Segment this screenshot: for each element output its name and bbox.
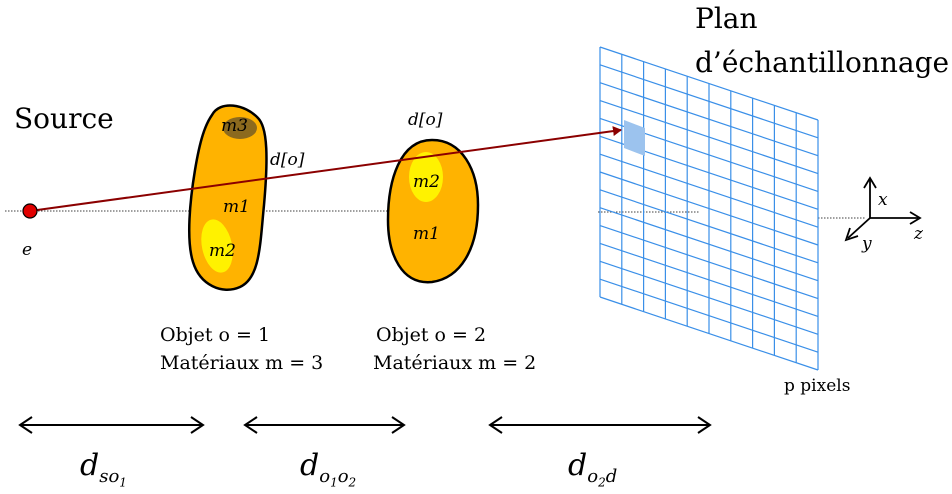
object-2-caption-line1: Objet o = 2: [376, 324, 487, 346]
object-2-material-m2: m2: [413, 172, 440, 192]
object-1-material-m2: m2: [209, 241, 236, 261]
object-2-caption-line2: Matériaux m = 2: [373, 352, 537, 374]
highlighted-pixel: [624, 120, 645, 156]
optical-axis: [5, 210, 865, 219]
object-2: [386, 138, 480, 284]
object-1-caption-line2: Matériaux m = 3: [160, 352, 324, 374]
material-m3-region: [223, 117, 257, 139]
distance-label-1: dso1: [80, 448, 127, 490]
plane-title-line1: Plan: [695, 2, 758, 35]
ray-label-1: d[o]: [270, 150, 305, 170]
ray: [29, 126, 622, 212]
axis-y-label: y: [862, 234, 872, 254]
material-m2-region: [201, 219, 233, 273]
coordinate-axes-icon: [844, 176, 922, 242]
material-m2-region: [409, 152, 443, 202]
emitter-point: [22, 203, 38, 219]
sampling-plane-grid: [599, 46, 819, 371]
distance-arrow-1: [18, 416, 205, 434]
distance-arrow-2: [243, 416, 406, 434]
axis-z-label: z: [914, 224, 923, 244]
axis-x-label: x: [878, 190, 888, 210]
source-label: Source: [14, 102, 114, 135]
object-1-material-m3: m3: [221, 116, 248, 136]
object-2-material-m1: m1: [413, 224, 440, 244]
plane-title-line2: d’échantillonnage: [695, 46, 950, 79]
distance-arrow-3: [488, 416, 712, 434]
distance-label-2: do1o2: [300, 448, 357, 490]
object-1-material-m1: m1: [223, 197, 250, 217]
emitter-label: e: [22, 240, 33, 260]
pixels-label: p pixels: [784, 376, 851, 396]
distance-label-3: do2d: [568, 448, 618, 490]
ray-label-2: d[o]: [408, 110, 443, 130]
object-1-caption-line1: Objet o = 1: [160, 324, 271, 346]
object-1: [187, 104, 268, 291]
distance-arrows: [18, 416, 712, 434]
